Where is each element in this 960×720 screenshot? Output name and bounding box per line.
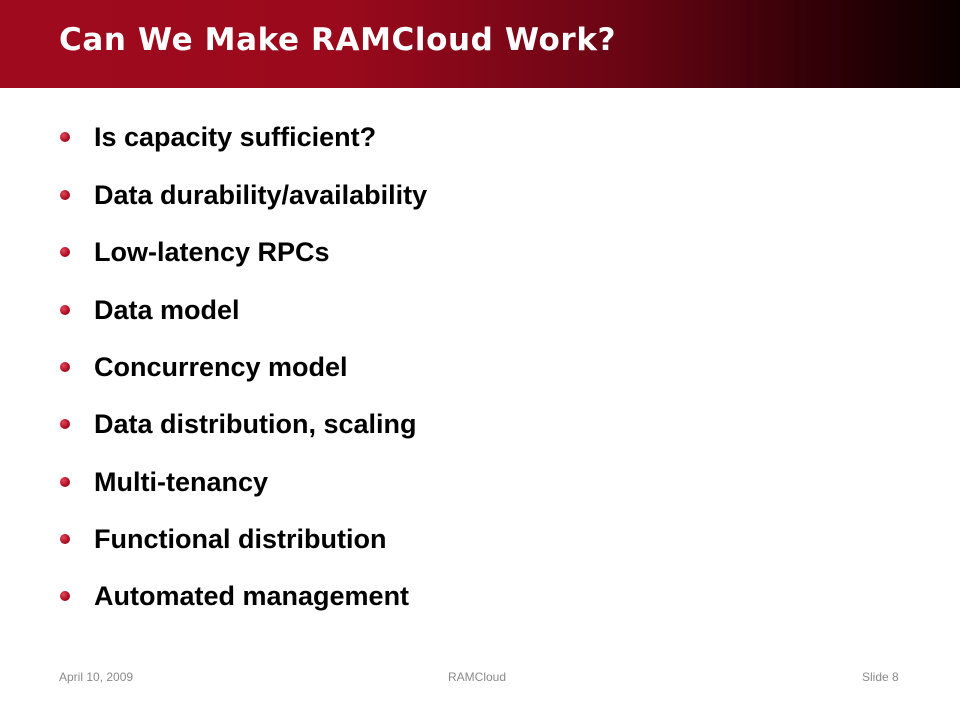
bullet-item: Data durability/availability	[0, 175, 900, 215]
bullet-item: Low-latency RPCs	[0, 232, 900, 272]
bullet-item: Automated management	[0, 576, 900, 616]
bullet-text: Data durability/availability	[94, 180, 428, 210]
bullet-text: Automated management	[94, 581, 410, 611]
bullet-text: Multi-tenancy	[94, 467, 269, 497]
bullet-icon	[60, 132, 70, 142]
bullet-item: Functional distribution	[0, 519, 900, 559]
bullet-icon	[60, 362, 70, 372]
slide-title: Can We Make RAMCloud Work?	[59, 22, 617, 58]
footer-date: April 10, 2009	[59, 670, 134, 684]
bullet-icon	[60, 419, 70, 429]
bullet-icon	[60, 591, 70, 601]
bullet-item: Data distribution, scaling	[0, 404, 900, 444]
title-bar: Can We Make RAMCloud Work?	[0, 0, 960, 88]
bullet-icon	[60, 190, 70, 200]
bullet-icon	[60, 305, 70, 315]
footer-slide-number: Slide 8	[862, 670, 899, 684]
bullet-item: Data model	[0, 290, 900, 330]
bullet-icon	[60, 534, 70, 544]
bullet-text: Concurrency model	[94, 352, 348, 382]
bullet-text: Data distribution, scaling	[94, 409, 417, 439]
bullet-icon	[60, 247, 70, 257]
bullet-text: Functional distribution	[94, 524, 387, 554]
footer-presentation-title: RAMCloud	[448, 670, 507, 684]
bullet-item: Concurrency model	[0, 347, 900, 387]
bullet-text: Data model	[94, 295, 240, 325]
bullet-item: Multi-tenancy	[0, 462, 900, 502]
bullet-text: Low-latency RPCs	[94, 237, 330, 267]
bullet-icon	[60, 477, 70, 487]
bullet-text: Is capacity sufficient?	[94, 122, 377, 152]
bullet-item: Is capacity sufficient?	[0, 117, 900, 157]
